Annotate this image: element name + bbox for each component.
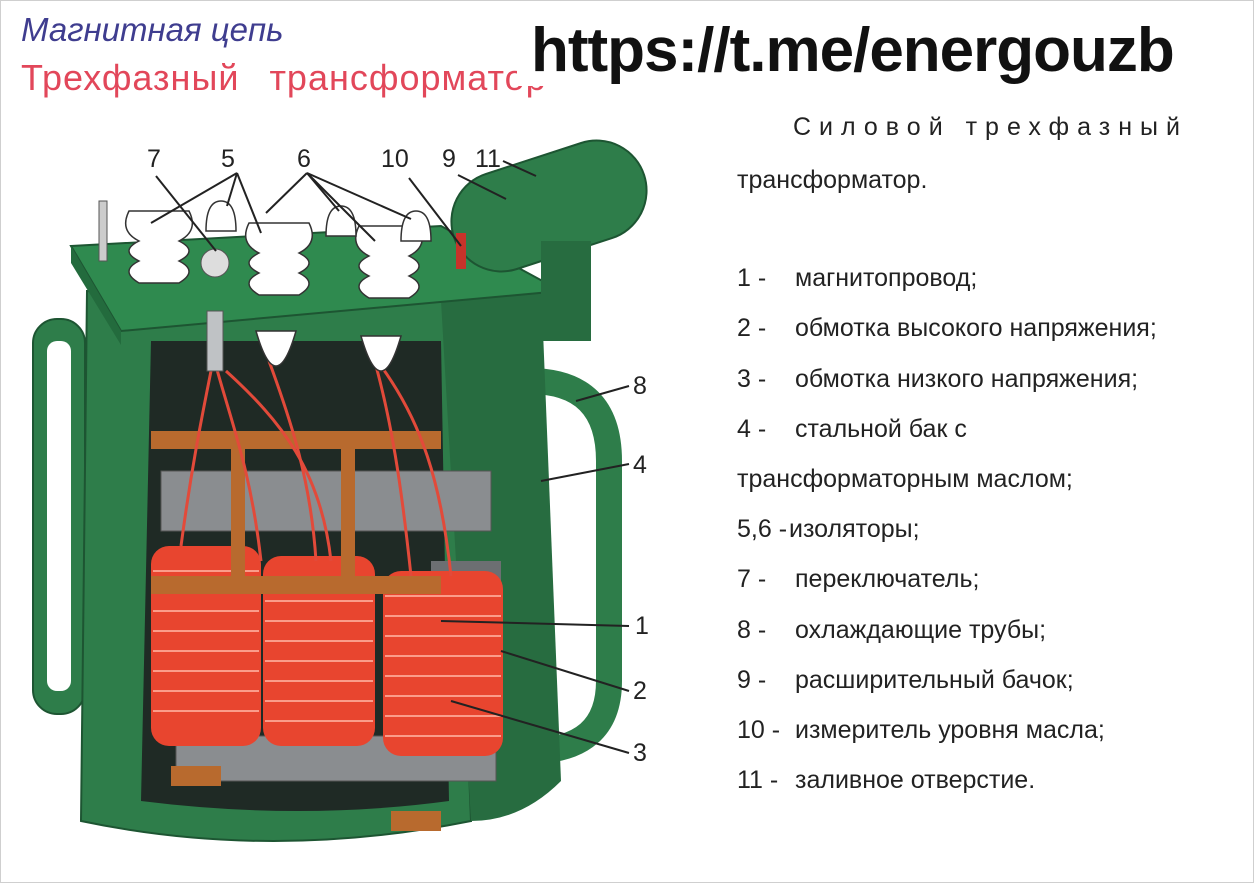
- legend-text: охлаждающие трубы;: [795, 616, 1047, 644]
- legend-text: измеритель уровня масла;: [795, 716, 1105, 744]
- legend-item: 8 - охлаждающие трубы;: [737, 616, 1046, 645]
- legend-num: 11 -: [737, 766, 779, 794]
- legend-text: заливное отверстие.: [795, 766, 1036, 794]
- cooling-tubes: [32, 318, 622, 764]
- legend-text: обмотка высокого напряжения;: [795, 314, 1157, 342]
- winding-leads: [179, 360, 453, 577]
- callout-6: 6: [297, 145, 311, 173]
- leader-lines: [150, 160, 630, 754]
- conservator-tank: [450, 139, 648, 341]
- legend-text: обмотка низкого напряжения;: [795, 365, 1139, 393]
- legend-text: расширительный бачок;: [795, 666, 1074, 694]
- callout-4: 4: [633, 451, 647, 479]
- callout-7: 7: [147, 145, 161, 173]
- legend-item: 2 - обмотка высокого напряжения;: [737, 314, 1157, 343]
- legend-item: 7 - переключатель;: [737, 565, 979, 594]
- callout-1: 1: [635, 612, 649, 640]
- callout-10: 10: [381, 145, 409, 173]
- callout-11: 11: [475, 145, 501, 173]
- legend-text: магнитопровод;: [795, 264, 978, 292]
- legend-num: 1 -: [737, 264, 767, 292]
- legend-item: 4 - стальной бак с: [737, 415, 967, 444]
- header-title: Магнитная цепь: [21, 11, 284, 48]
- legend-item: 9 - расширительный бачок;: [737, 666, 1074, 695]
- legend-num: 3 -: [737, 365, 767, 393]
- callout-2: 2: [633, 677, 647, 705]
- callout-3: 3: [633, 739, 647, 767]
- callout-9: 9: [442, 145, 456, 173]
- description-line1: Силовой трехфазный: [793, 113, 1188, 141]
- legend-text: переключатель;: [795, 565, 980, 593]
- legend-item: 11 - заливное отверстие.: [737, 766, 1035, 795]
- legend-text: стальной бак с: [795, 415, 967, 443]
- header-subtitle-word1: Трехфазный: [21, 57, 240, 98]
- header-subtitle: Трехфазный трансформатор: [21, 57, 547, 99]
- legend-item: 10 - измеритель уровня масла;: [737, 716, 1105, 745]
- watermark-link[interactable]: https://t.me/energouzb: [517, 15, 1188, 86]
- legend-item: 5,6 -изоляторы;: [737, 515, 920, 544]
- callout-5: 5: [221, 145, 235, 173]
- legend-num: 5,6 -: [737, 515, 788, 543]
- legend-num: 9 -: [737, 666, 767, 694]
- legend-text: трансформаторным маслом;: [737, 465, 1073, 493]
- legend-num: 7 -: [737, 565, 767, 593]
- legend-num: 10 -: [737, 716, 781, 744]
- legend-text: изоляторы;: [789, 515, 920, 543]
- legend-num: 8 -: [737, 616, 767, 644]
- legend-item: 1 - магнитопровод;: [737, 264, 977, 293]
- windings: [151, 546, 503, 756]
- header-subtitle-word2: трансформатор: [269, 57, 547, 98]
- description-line2: трансформатор.: [737, 166, 928, 194]
- clamping-frame: [151, 431, 441, 831]
- legend-item-continued: трансформаторным маслом;: [737, 465, 1073, 494]
- legend-num: 2 -: [737, 314, 767, 342]
- legend-num: 4 -: [737, 415, 767, 443]
- legend-item: 3 - обмотка низкого напряжения;: [737, 365, 1138, 394]
- callout-8: 8: [633, 372, 647, 400]
